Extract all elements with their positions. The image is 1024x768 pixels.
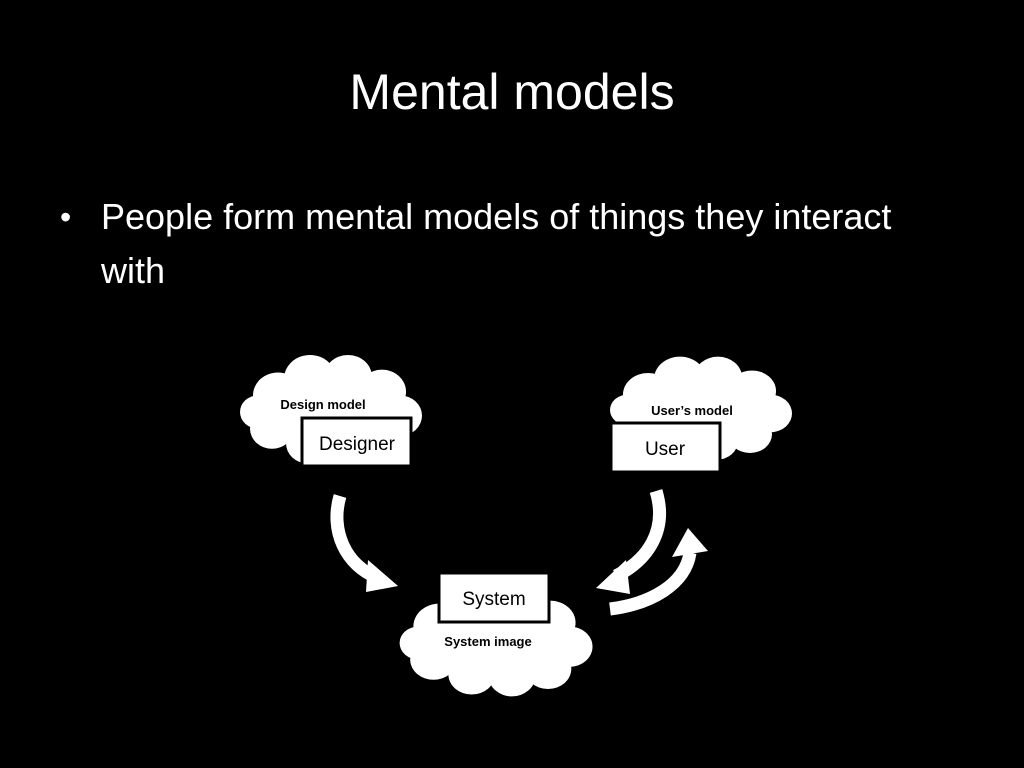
users-model-cloud: User’s model (610, 356, 792, 460)
bullet-list: • People form mental models of things th… (60, 190, 940, 298)
designer-label: Designer (319, 434, 396, 455)
designer-box: Designer (300, 416, 413, 468)
arrow-user-to-system (596, 489, 666, 594)
user-box: User (609, 421, 722, 474)
bullet-text: People form mental models of things they… (101, 196, 892, 291)
user-label: User (645, 439, 686, 460)
system-label: System (462, 589, 525, 610)
system-image-label: System image (444, 634, 531, 649)
arrow-system-to-user (609, 528, 708, 616)
arrow-designer-to-system (330, 494, 398, 592)
design-model-label: Design model (280, 397, 365, 412)
design-model-cloud: Design model (240, 354, 422, 466)
users-model-label: User’s model (651, 403, 733, 418)
system-box: System (437, 571, 551, 624)
bullet-item: • People form mental models of things th… (60, 190, 940, 298)
system-image-cloud: System image (399, 585, 593, 697)
bullet-marker: • (60, 199, 72, 235)
slide-title: Mental models (349, 64, 675, 120)
